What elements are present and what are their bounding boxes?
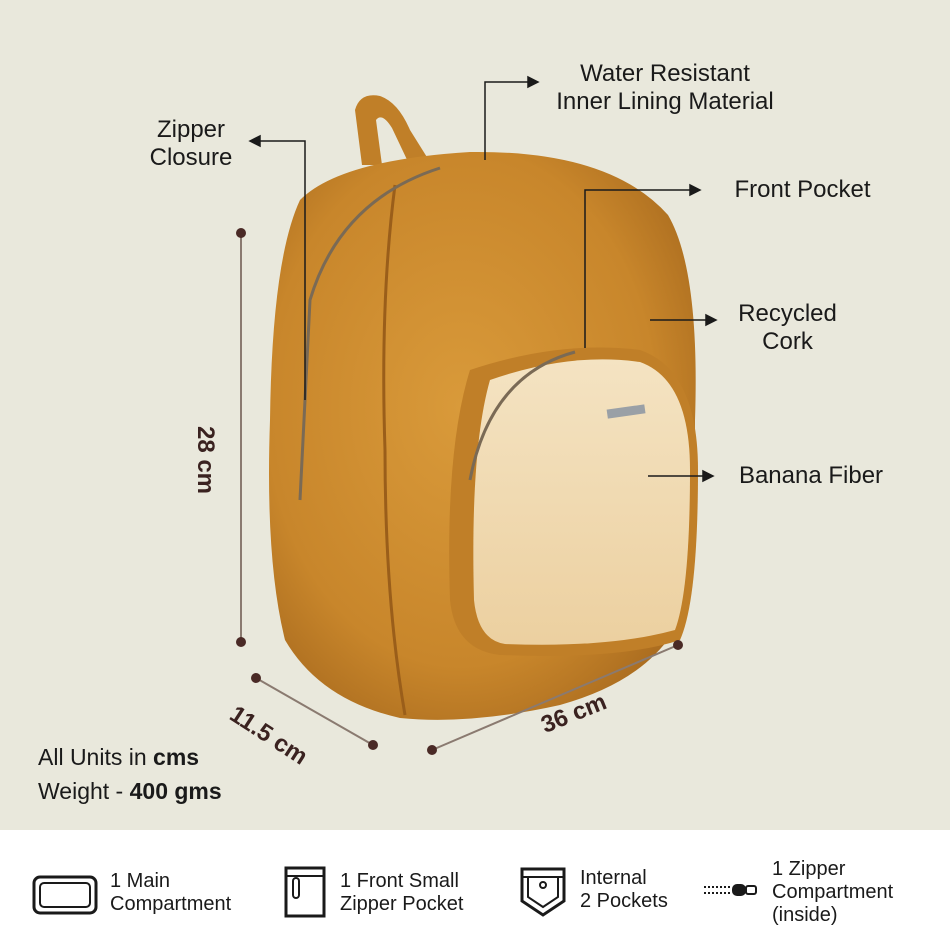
main-zipper (298, 166, 441, 501)
pocket-icon (520, 867, 566, 917)
backpack-handle (355, 95, 430, 166)
front-pocket-callout-arrow (689, 183, 702, 197)
weight-line: Weight - 400 gms (38, 778, 222, 804)
cork-callout-arrow (705, 313, 718, 327)
banana-callout-arrow (702, 469, 715, 483)
callout-zipper-closure: Zipper Closure (149, 116, 233, 171)
zipper-callout-line (258, 140, 306, 400)
width-dimension-line (431, 644, 679, 751)
depth-dimension-line (255, 677, 374, 746)
brand-tag (606, 404, 646, 419)
pocket-zipper (468, 350, 576, 481)
callout-banana-fiber: Banana Fiber (738, 462, 884, 489)
water-callout-arrow (527, 75, 540, 89)
callout-recycled-cork: Recycled Cork (738, 300, 837, 355)
zipper-icon (704, 884, 757, 896)
front-pocket-callout-line (584, 189, 692, 348)
banana-fiber-panel (473, 359, 690, 645)
zipper-pocket-icon (284, 866, 326, 918)
units-line: All Units in cms (38, 744, 200, 770)
callout-front-pocket: Front Pocket (734, 176, 871, 203)
height-dimension-label: 28 cm (192, 425, 219, 495)
backpack-illustration (236, 75, 718, 755)
backpack-side-seam (382, 184, 407, 716)
compartment-icon (32, 875, 98, 915)
callout-water-resistant: Water Resistant Inner Lining Material (556, 60, 774, 115)
water-callout-line (484, 81, 530, 160)
zipper-callout-arrow (248, 134, 261, 148)
product-info: All Units in cms Weight - 400 gms (38, 740, 222, 808)
